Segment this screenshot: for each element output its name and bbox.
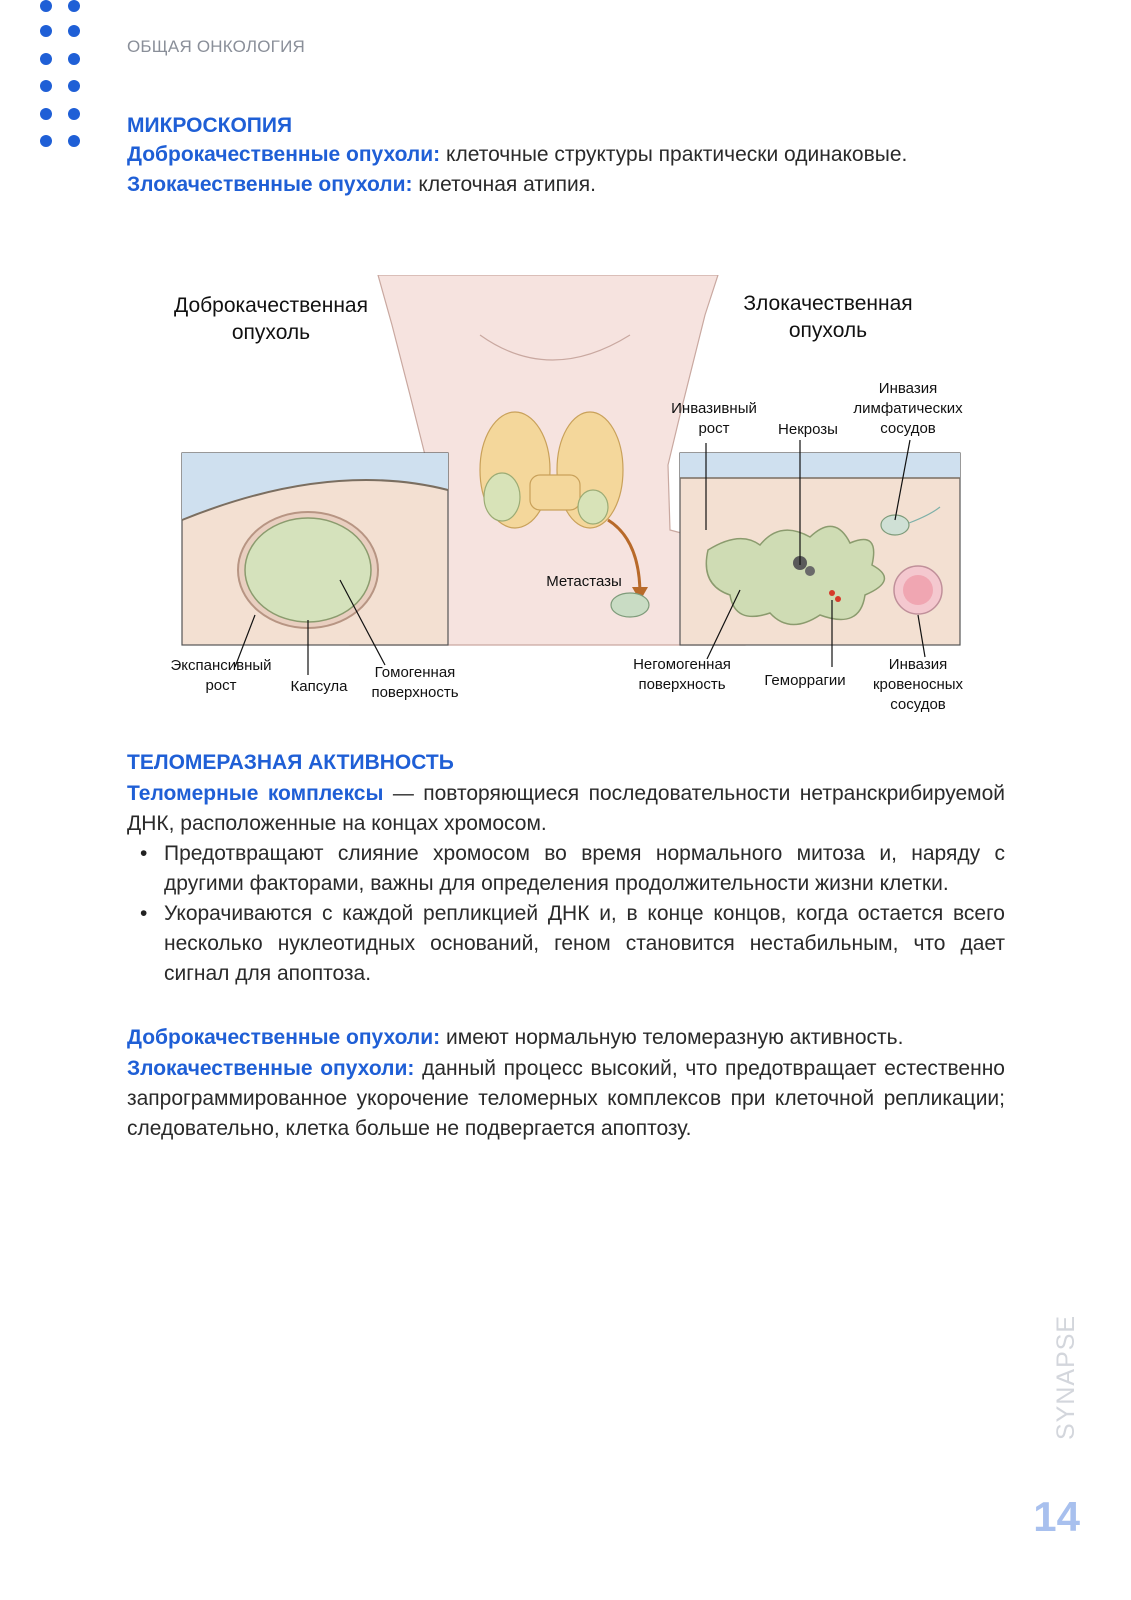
- benign-panel: [181, 452, 449, 646]
- label-line: Экспансивный: [170, 657, 272, 674]
- telomere-definition-text: — повторяющиеся последовательности нетра…: [127, 782, 1006, 835]
- malignant-lead: Злокачественные опухоли:: [127, 173, 413, 196]
- benign-text: клеточные структуры практически одинаков…: [446, 143, 908, 166]
- label-line: кровеносных: [872, 676, 964, 693]
- telomere-lead: Теломерные комплексы: [127, 782, 384, 805]
- label-line: сосудов: [890, 696, 946, 713]
- label-blood-vessel-invasion: Инвазия кровеносных сосудов: [864, 655, 972, 715]
- tumor-comparison-figure: Доброкачественная опухоль Злокачественна…: [160, 275, 1000, 725]
- microscopy-section: МИКРОСКОПИЯ Доброкачественные опухоли: к…: [127, 113, 1005, 200]
- thyroid-gland: [479, 411, 624, 529]
- microscopy-heading: МИКРОСКОПИЯ: [127, 114, 293, 137]
- malignant-panel: [679, 452, 961, 646]
- label-line: сосудов: [880, 420, 936, 437]
- telomerase-section: ТЕЛОМЕРАЗНАЯ АКТИВНОСТЬ Теломерные компл…: [127, 750, 1005, 1144]
- label-line: рост: [698, 420, 730, 437]
- label-necrosis: Некрозы: [778, 421, 838, 438]
- benign-title-line1: Доброкачественная: [174, 294, 368, 317]
- bullet-item: Укорачиваются с каждой репликцией ДНК и,…: [140, 899, 1005, 989]
- leader-lines: [234, 439, 926, 675]
- malignant-title: Злокачественная опухоль: [728, 290, 928, 344]
- telomerase-heading: ТЕЛОМЕРАЗНАЯ АКТИВНОСТЬ: [127, 751, 454, 774]
- running-header: ОБЩАЯ ОНКОЛОГИЯ: [127, 37, 305, 56]
- label-line: поверхность: [638, 676, 726, 693]
- page-number: 14: [1033, 1493, 1080, 1540]
- bullet-item: Предотвращают слияние хромосом во время …: [140, 839, 1005, 899]
- label-line: Инвазия: [878, 380, 938, 397]
- label-line: поверхность: [371, 684, 459, 701]
- benign-title-line2: опухоль: [231, 321, 311, 344]
- benign-text: имеют нормальную теломеразную активность…: [446, 1026, 904, 1049]
- microscopy-malignant-paragraph: Злокачественные опухоли: клеточная атипи…: [127, 170, 1005, 200]
- metastasis-node: [610, 592, 650, 618]
- chin-line: [479, 334, 631, 361]
- label-line: Негомогенная: [633, 656, 731, 673]
- label-expansive-growth: Экспансивный рост: [160, 656, 282, 696]
- malignant-title-line2: опухоль: [788, 319, 868, 342]
- label-hemorrhage: Геморрагии: [764, 672, 846, 689]
- telomerase-benign-paragraph: Доброкачественные опухоли: имеют нормаль…: [127, 1023, 1005, 1053]
- label-line: Инвазия: [888, 656, 948, 673]
- decorative-dots: [40, 0, 86, 150]
- label-homogeneous-surface: Гомогенная поверхность: [360, 663, 470, 703]
- tumor-illustration: [181, 275, 961, 675]
- label-line: рост: [205, 677, 237, 694]
- malignant-text: данный процесс высокий, что предотвращае…: [127, 1057, 1005, 1140]
- telomere-definition: Теломерные комплексы — повторяющиеся пос…: [127, 779, 1005, 839]
- benign-lead: Доброкачественные опухоли:: [127, 143, 441, 166]
- telomerase-malignant-paragraph: Злокачественные опухоли: данный процесс …: [127, 1054, 1005, 1144]
- telomere-bullets: Предотвращают слияние хромосом во время …: [127, 839, 1005, 989]
- label-line: лимфатических: [853, 400, 963, 417]
- microscopy-benign-paragraph: Доброкачественные опухоли: клеточные стр…: [127, 140, 1005, 170]
- label-capsule: Капсула: [290, 678, 348, 695]
- label-lymphatic-invasion: Инвазия лимфатических сосудов: [843, 379, 973, 439]
- benign-title: Доброкачественная опухоль: [160, 292, 382, 346]
- label-inhomogeneous-surface: Негомогенная поверхность: [618, 655, 746, 695]
- metastasis-arrow: [607, 518, 642, 596]
- label-line: Инвазивный: [671, 400, 757, 417]
- brand-watermark: SYNAPSE: [1052, 1314, 1080, 1440]
- malignant-text: клеточная атипия.: [418, 173, 596, 196]
- label-line: Гомогенная: [374, 664, 456, 681]
- label-metastases: Метастазы: [546, 573, 622, 590]
- benign-lead: Доброкачественные опухоли:: [127, 1026, 441, 1049]
- malignant-title-line1: Злокачественная: [743, 292, 913, 315]
- label-invasive-growth: Инвазивный рост: [660, 399, 768, 439]
- malignant-lead: Злокачественные опухоли:: [127, 1057, 415, 1080]
